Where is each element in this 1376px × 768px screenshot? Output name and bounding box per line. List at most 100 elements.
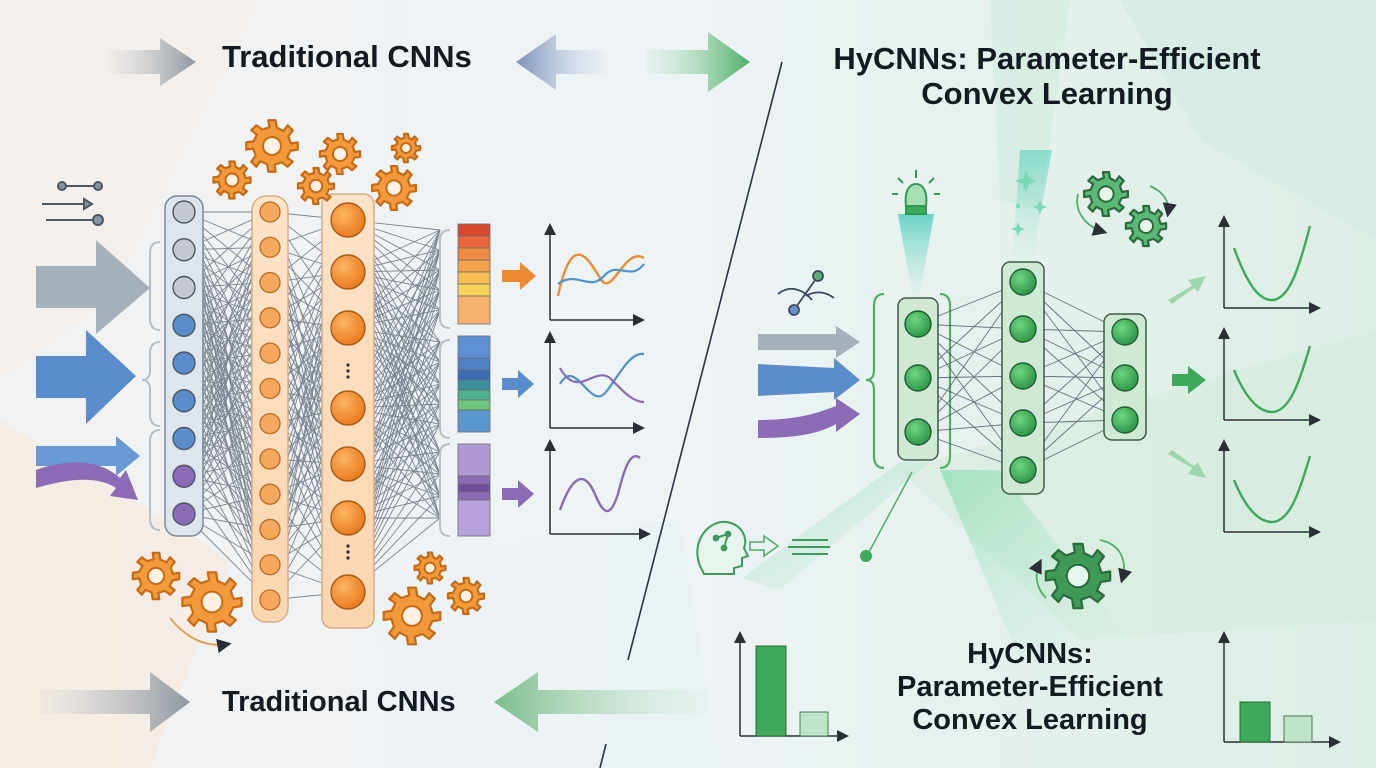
hycnn-input-arrow-blue bbox=[758, 358, 860, 400]
curved-arrow-orange bbox=[169, 617, 232, 654]
pointer-line bbox=[867, 471, 913, 555]
neuron-node bbox=[1009, 362, 1037, 390]
convex-plot-2 bbox=[1218, 327, 1321, 426]
neuron-node bbox=[330, 310, 366, 346]
neuron-node bbox=[1009, 456, 1037, 484]
neuron-node bbox=[330, 202, 366, 238]
neuron-node bbox=[330, 500, 366, 536]
hycnn-nodes-1 bbox=[904, 310, 932, 446]
neuron-node bbox=[172, 275, 196, 300]
bar bbox=[1239, 701, 1271, 743]
gear-icon bbox=[318, 132, 362, 176]
neuron-node bbox=[1009, 268, 1037, 296]
neuron-node bbox=[172, 426, 196, 451]
title-hycnn-bottom: HyCNNs: Parameter-Efficient Convex Learn… bbox=[880, 638, 1180, 736]
gear-icon bbox=[390, 132, 422, 164]
lines-icon bbox=[788, 539, 830, 555]
title-hycnn-top-line-1: HyCNNs: Parameter-Efficient bbox=[833, 41, 1261, 76]
title-hycnn-bottom-line-1: HyCNNs: bbox=[967, 638, 1093, 670]
plot-3 bbox=[544, 439, 651, 540]
curved-arrow-green bbox=[1028, 558, 1047, 599]
gear-icon bbox=[245, 119, 299, 173]
gear-icon bbox=[382, 586, 442, 646]
neuron-node bbox=[259, 377, 281, 400]
feature-map-warm bbox=[457, 223, 491, 325]
neuron-node bbox=[172, 351, 196, 375]
brain-head-icon bbox=[696, 520, 750, 575]
gear-icon bbox=[1124, 204, 1168, 248]
gear-icon bbox=[181, 571, 243, 633]
hycnn-bracket bbox=[865, 292, 885, 470]
input-bracket bbox=[141, 341, 161, 427]
neuron-node bbox=[330, 446, 366, 482]
neuron-node bbox=[259, 589, 281, 611]
bottom-arrow-green bbox=[494, 672, 708, 732]
neuron-node bbox=[172, 464, 196, 488]
arrow-green-down bbox=[1168, 450, 1206, 478]
output-bracket bbox=[439, 443, 451, 537]
neuron-node bbox=[904, 418, 932, 446]
neuron-node bbox=[259, 342, 281, 364]
neuron-node bbox=[330, 574, 366, 610]
top-arrow-blue bbox=[516, 34, 606, 90]
neuron-node bbox=[259, 554, 281, 576]
plot-1 bbox=[544, 223, 645, 326]
arrow-green-mid bbox=[1172, 366, 1206, 394]
bar bbox=[1283, 715, 1313, 743]
neuron-node bbox=[172, 313, 196, 337]
neuron-node bbox=[172, 389, 196, 413]
neuron-node bbox=[259, 518, 281, 541]
title-hycnn-bottom-line-3: Convex Learning bbox=[912, 703, 1148, 736]
arrow-green-up bbox=[1168, 276, 1206, 304]
bottom-arrow-gray bbox=[40, 672, 190, 732]
bar bbox=[799, 711, 829, 737]
light-beam bbox=[898, 214, 934, 294]
plot-2 bbox=[544, 331, 645, 434]
arrow-blue bbox=[502, 370, 534, 398]
input-arrow-blue bbox=[36, 330, 136, 424]
gear-icon bbox=[1083, 171, 1129, 217]
bar-chart-right bbox=[1218, 631, 1341, 748]
input-bracket bbox=[149, 429, 161, 531]
neuron-node bbox=[259, 448, 281, 470]
neuron-node bbox=[259, 201, 281, 223]
title-traditional-bottom: Traditional CNNs bbox=[222, 686, 456, 718]
hycnn-nodes-3 bbox=[1111, 318, 1139, 434]
cnn-hidden-nodes-2 bbox=[330, 202, 366, 610]
convex-plot-1 bbox=[1218, 215, 1321, 314]
cnn-hidden-layer-1 bbox=[251, 195, 289, 623]
hycnn-nodes-2 bbox=[1009, 268, 1037, 484]
top-arrow-gray bbox=[108, 38, 196, 86]
gear-icon bbox=[446, 576, 486, 616]
neuron-node bbox=[259, 483, 281, 505]
ellipsis-dots bbox=[346, 363, 350, 560]
gear-icon bbox=[212, 160, 252, 200]
arrow-orange bbox=[502, 262, 536, 290]
input-arrow-gray bbox=[36, 240, 150, 334]
neuron-node bbox=[330, 390, 366, 426]
divider-line-bottom bbox=[599, 743, 607, 768]
neuron-node bbox=[1009, 315, 1037, 343]
cnn-hidden-nodes-1 bbox=[259, 201, 281, 611]
neuron-node bbox=[1009, 409, 1037, 437]
hycnn-input-arrow-gray bbox=[758, 326, 860, 358]
input-arrow-purple bbox=[36, 462, 138, 500]
neuron-node bbox=[330, 254, 366, 290]
arrow-outline bbox=[749, 534, 780, 558]
feature-map-purple bbox=[457, 443, 491, 537]
bar-chart-left bbox=[734, 631, 849, 742]
neuron-node bbox=[172, 502, 196, 526]
feature-map-cool bbox=[457, 335, 491, 433]
cnn-input-nodes bbox=[172, 200, 196, 526]
gear-icon bbox=[371, 165, 417, 211]
curved-arrow-green bbox=[1076, 193, 1108, 236]
neuron-node bbox=[259, 236, 281, 258]
gear-icon bbox=[131, 551, 181, 601]
lightbulb-icon bbox=[892, 170, 940, 215]
neuron-node bbox=[904, 310, 932, 338]
gear-icon bbox=[413, 551, 447, 585]
neuron-node bbox=[904, 364, 932, 392]
light-beam bbox=[742, 462, 930, 590]
